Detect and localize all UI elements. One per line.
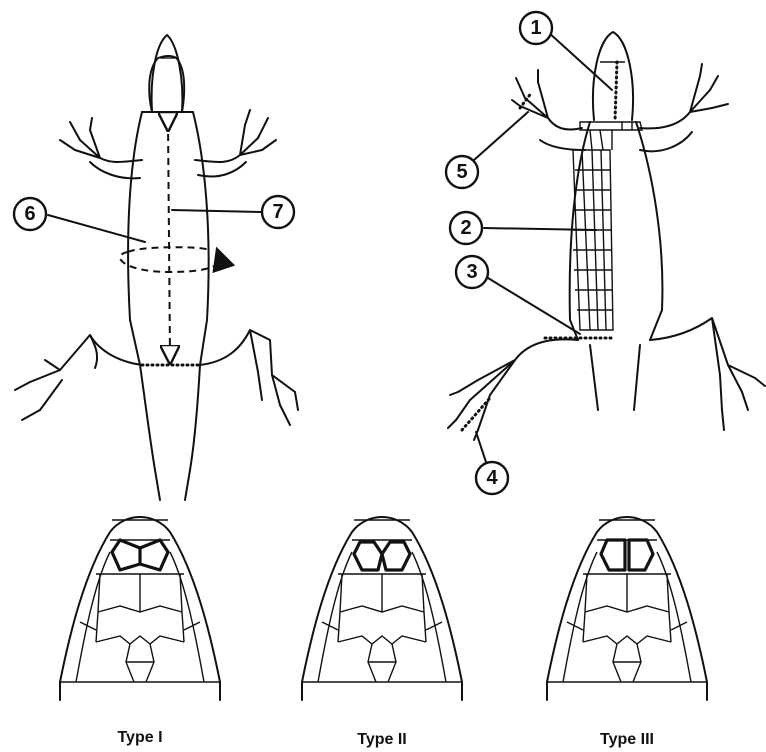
head-type-1 (60, 517, 220, 700)
svg-text:5: 5 (456, 161, 467, 183)
svg-text:7: 7 (272, 201, 283, 223)
callout-2: 2 (450, 212, 482, 244)
callout-7: 7 (262, 196, 294, 228)
callout-5: 5 (446, 156, 478, 188)
svg-text:4: 4 (486, 467, 498, 489)
callout-1: 1 (520, 12, 552, 44)
type-label-1: Type I (117, 729, 162, 746)
svg-text:6: 6 (24, 203, 35, 225)
svg-text:3: 3 (466, 261, 477, 283)
belly-scale-grid (573, 122, 642, 330)
type-label-3: Type III (600, 731, 654, 748)
type-label-2: Type II (357, 731, 407, 748)
right-lizard (448, 32, 765, 462)
callout-6: 6 (14, 198, 46, 230)
callout-4: 4 (476, 462, 508, 494)
svg-text:1: 1 (530, 17, 541, 39)
head-type-3 (547, 517, 707, 700)
callout-3: 3 (456, 256, 488, 288)
left-lizard (15, 35, 298, 500)
svg-text:2: 2 (460, 217, 471, 239)
head-type-2 (302, 517, 462, 700)
